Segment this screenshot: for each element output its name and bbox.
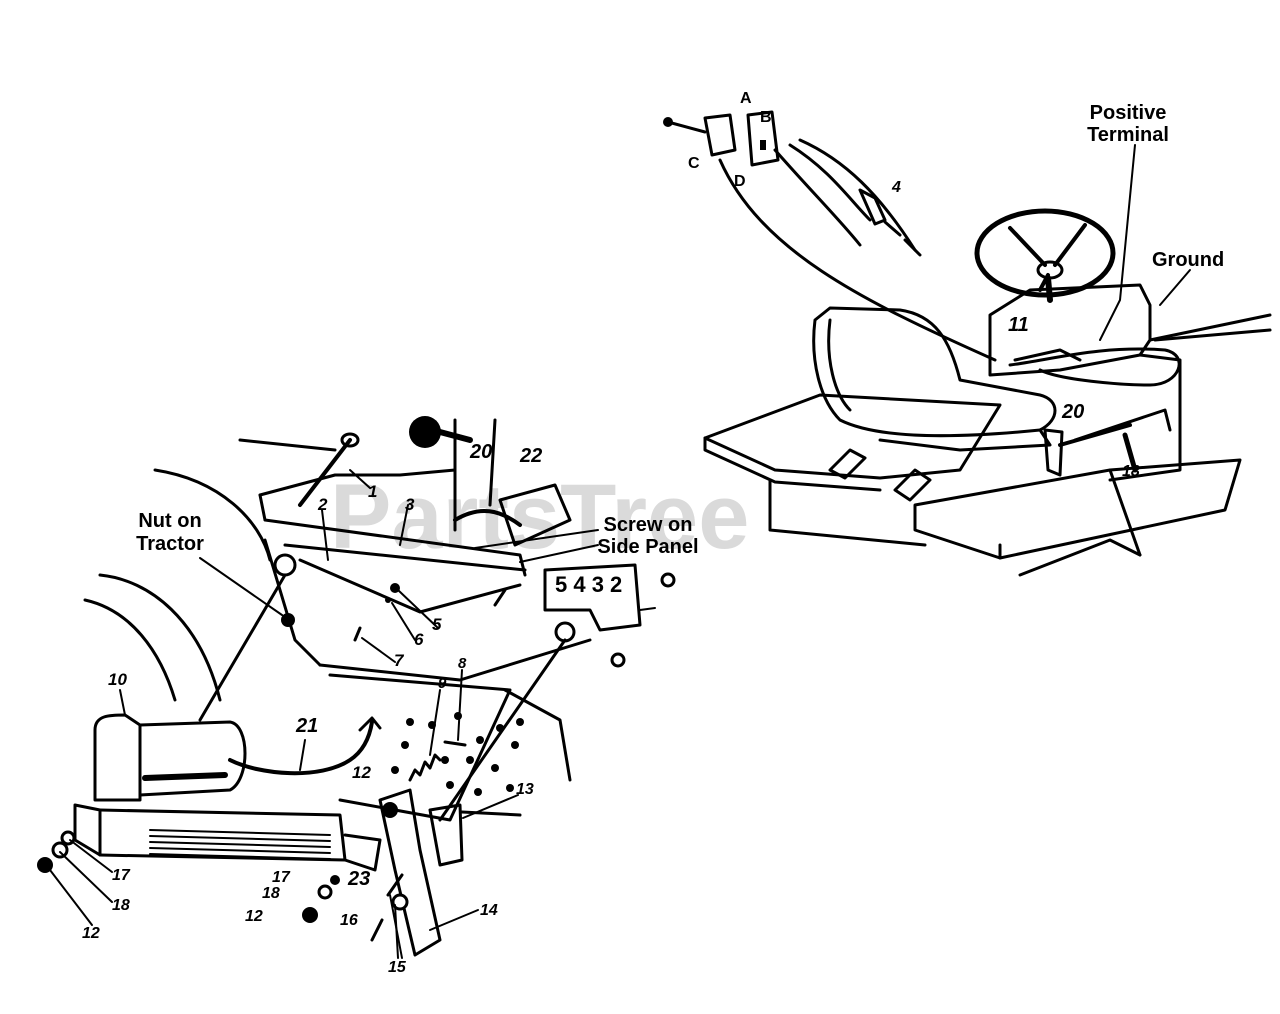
callout-11: 11 (1008, 314, 1029, 336)
callout-5: 5 (432, 615, 442, 634)
positive-terminal-label-line2: Terminal (1087, 124, 1169, 146)
callout-20-motor: 21 (295, 715, 318, 737)
callout-12-center: 12 (352, 763, 371, 782)
knob-icon (409, 416, 441, 448)
connector-letter-c: C (688, 155, 700, 172)
callout-14: 14 (480, 902, 498, 919)
callout-21: 22 (519, 445, 542, 467)
callout-4: 4 (891, 179, 901, 196)
callout-15: 15 (388, 959, 407, 976)
screw-on-side-panel-label-line2: Side Panel (597, 536, 698, 558)
floor-plate-holes (391, 712, 524, 796)
connector-letter-d: D (734, 173, 746, 190)
callout-6: 6 (414, 630, 424, 649)
nut-on-tractor-label-line1: Nut on (138, 510, 201, 532)
connector-letter-a: A (740, 90, 752, 107)
callout-12-left: 12 (82, 925, 100, 942)
motor-fins (149, 829, 331, 860)
screw-icon (663, 117, 673, 127)
callout-12-lower: 12 (245, 908, 263, 925)
callout-1: 1 (368, 482, 377, 501)
callout-9: 9 (438, 675, 447, 692)
callout-13: 13 (516, 781, 534, 798)
nut-on-tractor-label-line2: Tractor (136, 533, 204, 555)
callout-2: 2 (317, 495, 328, 514)
callout-18-lower: 18 (262, 885, 280, 902)
screw-on-side-panel-label-line1: Screw on (604, 514, 693, 536)
callout-3: 3 (405, 495, 415, 514)
callout-18-right: 18 (1122, 463, 1140, 480)
callout-7: 7 (394, 651, 405, 670)
callout-16: 16 (340, 912, 358, 929)
callout-22: 23 (347, 868, 370, 890)
callout-19: 20 (1061, 401, 1084, 423)
lift-mechanism-view (37, 416, 676, 959)
callout-17-lower: 17 (272, 869, 291, 886)
positive-terminal-label-line1: Positive (1090, 102, 1167, 124)
callout-17-left: 17 (112, 867, 131, 884)
nut-icon (281, 613, 295, 627)
callout-20-top: 20 (469, 441, 492, 463)
watermark-text: PartsTree (330, 466, 749, 568)
connector-letter-b: B (760, 109, 772, 126)
tractor-seat-view (663, 110, 1272, 577)
callout-18-left: 18 (112, 897, 130, 914)
callout-8: 8 (458, 655, 467, 672)
shift-plate-digits: 5 4 3 2 (555, 572, 622, 597)
ground-label: Ground (1152, 249, 1224, 271)
callout-10: 10 (108, 670, 127, 689)
